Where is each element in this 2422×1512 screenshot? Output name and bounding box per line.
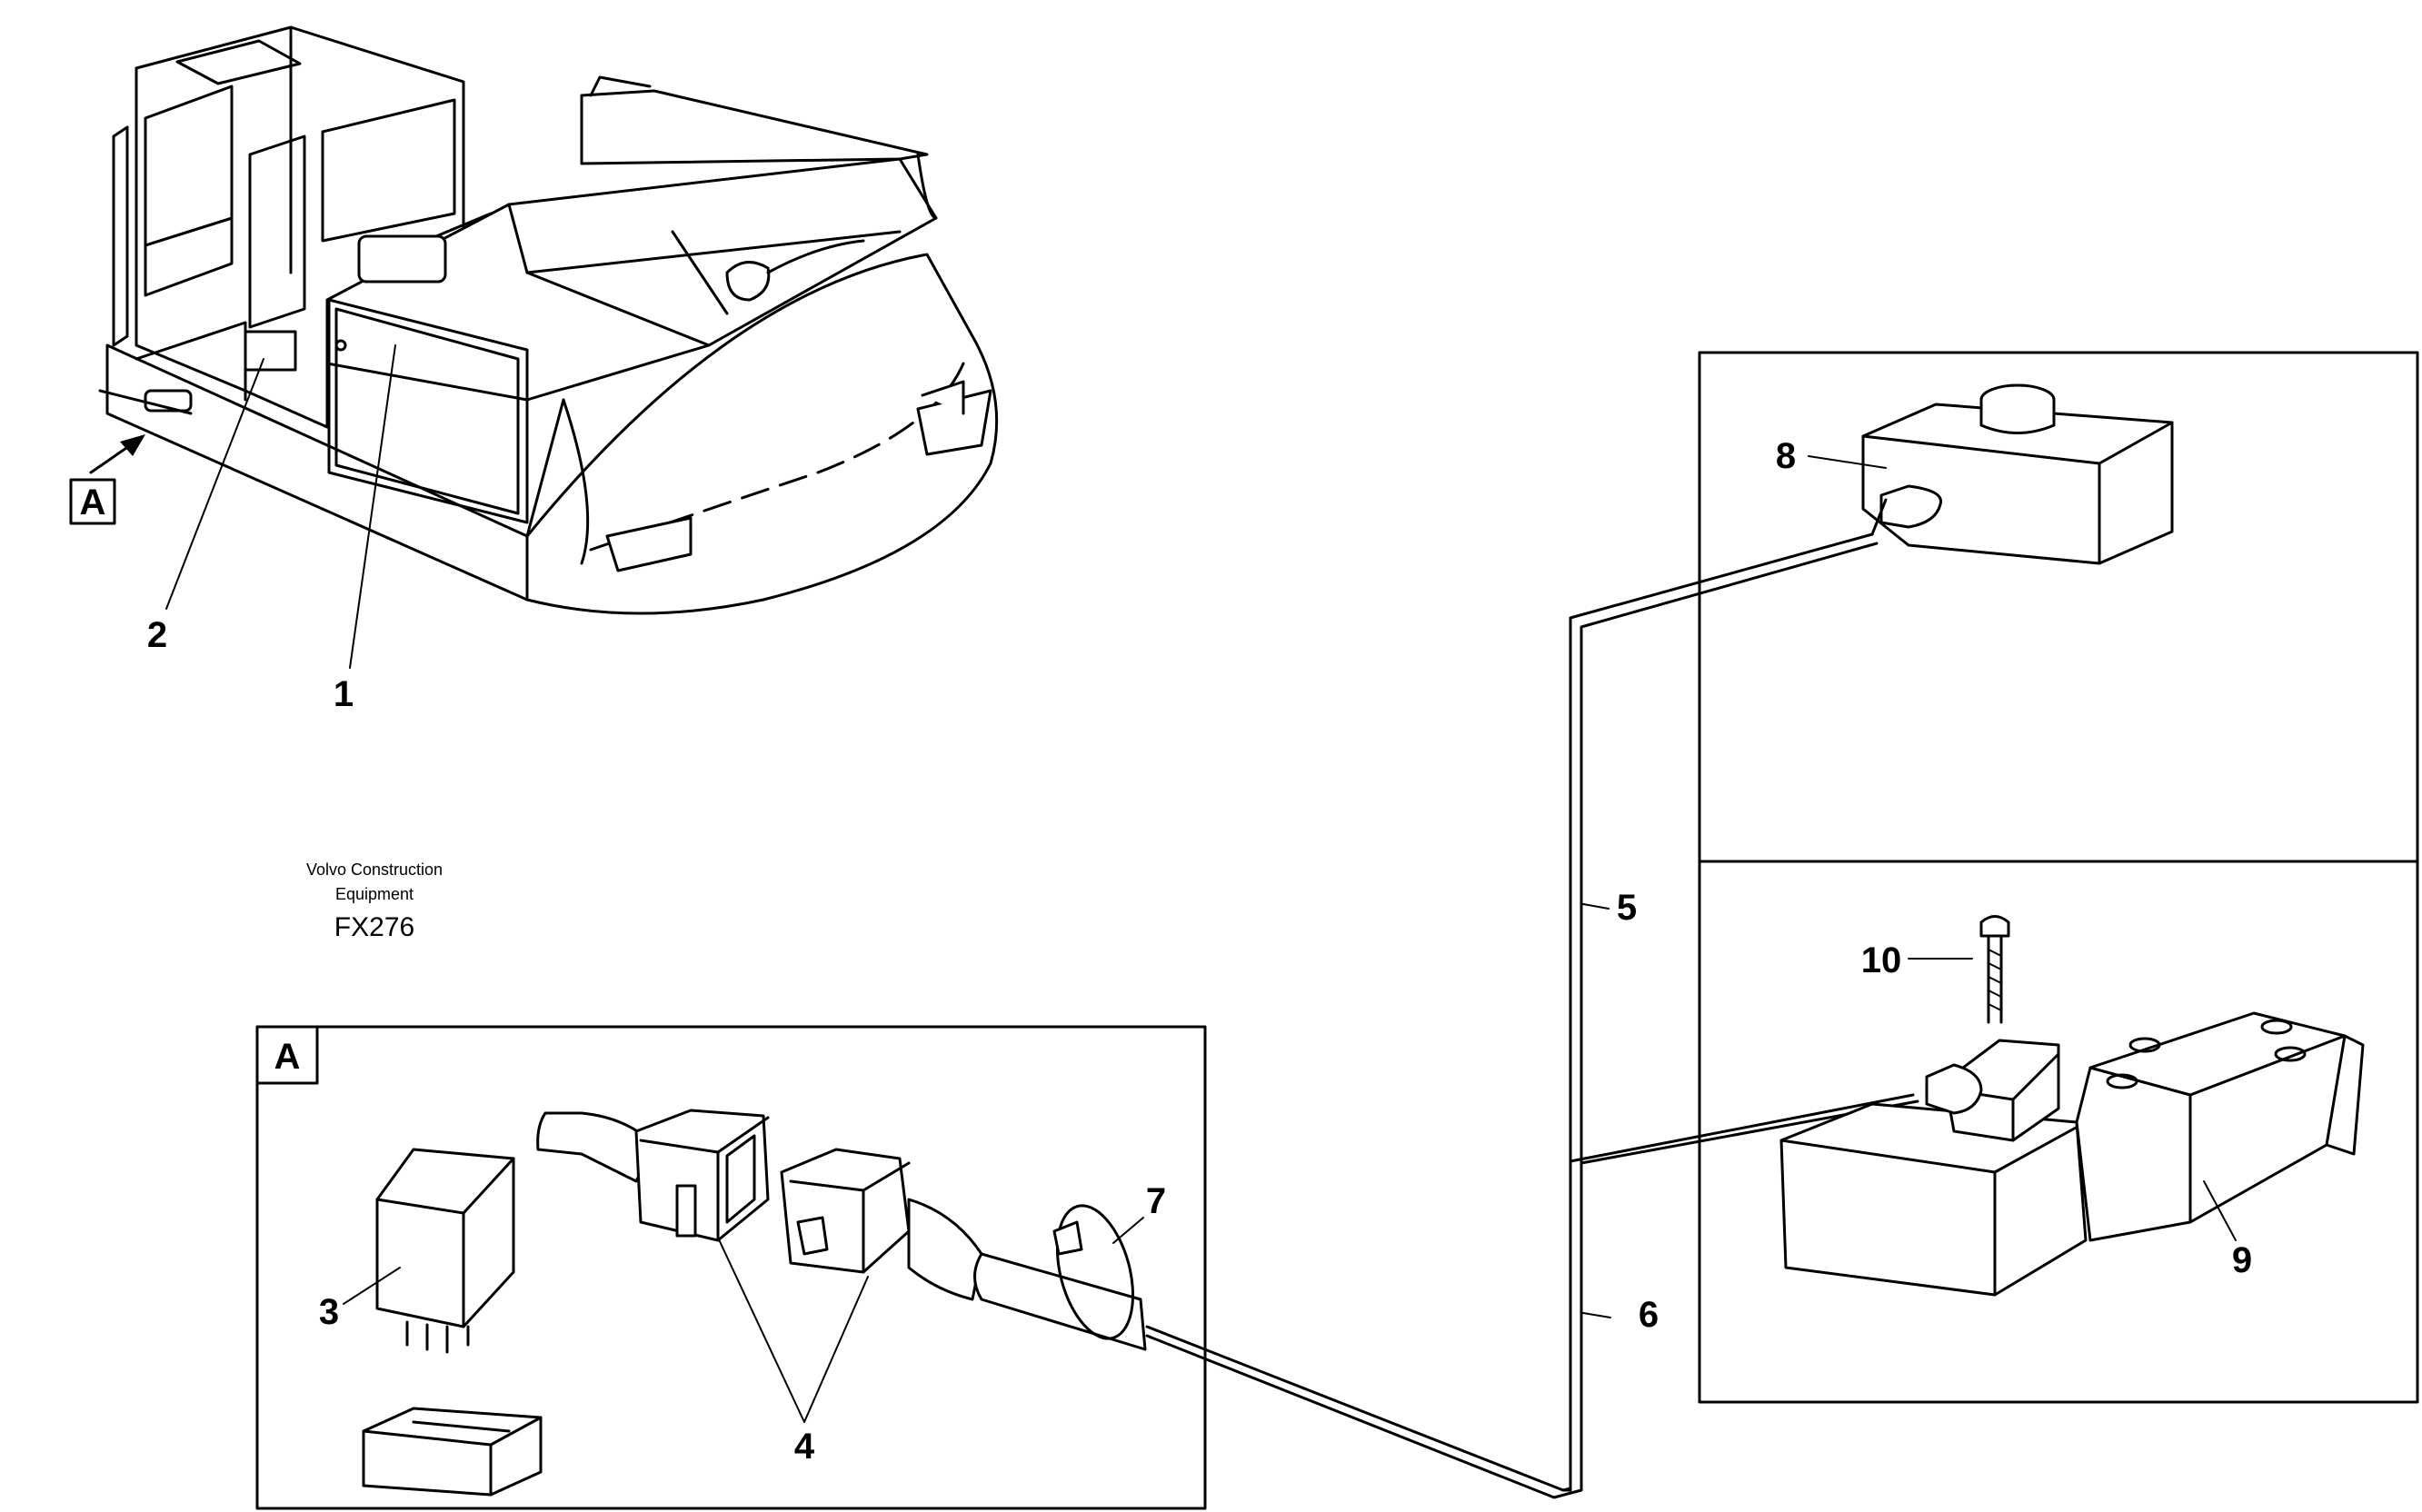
callout-9: 9 [2232,1240,2252,1280]
leader-5 [1582,903,1610,910]
valve-block [1779,915,2365,1297]
leader-4b [803,1276,869,1423]
relay [362,1148,543,1497]
excavator-upper-structure [98,25,999,615]
leader-3 [343,1267,401,1305]
callout-1: 1 [334,674,354,714]
callout-8: 8 [1776,436,1796,476]
leader-1 [349,344,396,669]
leader-7 [1112,1217,1144,1244]
view-arrow-a: A [69,434,145,525]
credit-line-2: Equipment [335,885,414,903]
detail-label-a: A [274,1037,301,1077]
cable-clamp [973,1204,1147,1351]
callout-2: 2 [147,615,167,655]
cable-harness: 5 6 [1145,532,1919,1499]
leader-4a [717,1237,805,1423]
view-marker-a: A [80,482,106,522]
leader-8 [1808,455,1887,469]
leader-6 [1582,1312,1611,1318]
callout-5: 5 [1617,888,1637,928]
detail-a-frame: A 3 [255,1025,1207,1510]
cable-connectors [536,1109,983,1301]
figure-code: FX276 [334,912,414,942]
callout-4: 4 [794,1427,815,1467]
callout-10: 10 [1861,940,1902,980]
leader-9 [2203,1180,2237,1241]
tank-sensor [1861,383,2174,565]
callout-3: 3 [319,1292,339,1332]
callout-6: 6 [1639,1295,1659,1335]
credit-block: Volvo Construction Equipment FX276 [306,860,443,942]
leader-2 [165,358,264,610]
callout-7: 7 [1146,1181,1166,1221]
right-detail-frames [1698,351,2419,1404]
credit-line-1: Volvo Construction [306,860,443,879]
